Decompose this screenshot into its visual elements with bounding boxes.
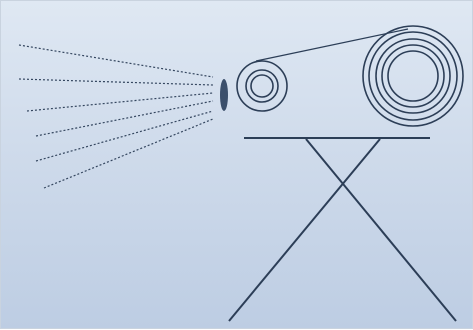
tripod-leg-left: [229, 139, 380, 321]
beam-ray: [44, 119, 213, 188]
small-reel-icon: [237, 61, 287, 111]
large-reel-icon: [363, 26, 463, 126]
tripod-leg-right: [306, 139, 456, 321]
beam-ray: [27, 93, 213, 111]
film-belt: [256, 29, 408, 61]
lens-icon: [220, 79, 228, 111]
beam-ray: [19, 79, 213, 85]
beam-ray: [19, 45, 213, 77]
beam-ray: [36, 111, 213, 161]
light-beam: [19, 45, 213, 188]
tripod-legs: [229, 139, 456, 321]
